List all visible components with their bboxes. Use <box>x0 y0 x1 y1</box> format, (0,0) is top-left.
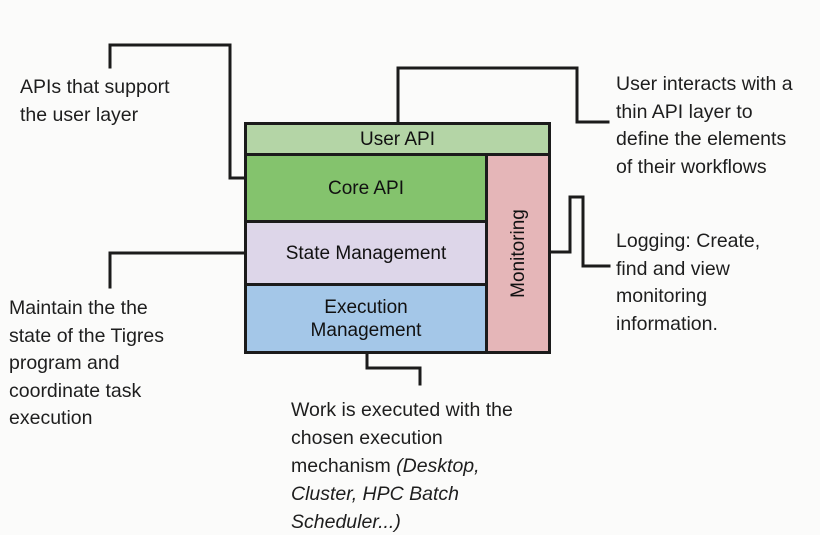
layer-state-management: State Management <box>244 220 488 286</box>
layer-state-management-label: State Management <box>285 242 447 264</box>
note-work-executed: Work is executed with the chosen executi… <box>291 396 513 535</box>
note-line: thin API layer to <box>616 100 753 123</box>
layer-execution-management-label: Execution Management <box>310 296 422 341</box>
layer-execution-management: Execution Management <box>244 283 488 354</box>
layer-core-api-label: Core API <box>327 177 405 199</box>
layer-monitoring-label: Monitoring <box>507 209 529 298</box>
note-line: information. <box>616 312 718 335</box>
note-line: program and <box>9 352 120 374</box>
note-line: mechanism (Desktop, <box>291 455 480 477</box>
note-line: state of the Tigres <box>9 324 165 347</box>
layer-monitoring: Monitoring <box>485 153 551 354</box>
note-line: of their workflows <box>616 155 767 178</box>
note-line: Scheduler...) <box>291 511 401 533</box>
connector-exec-to-work-note <box>365 350 422 386</box>
layer-user-api: User API <box>244 122 551 156</box>
note-line: define the elements <box>616 128 787 150</box>
note-line: execution <box>9 407 93 429</box>
note-maintain-state: Maintain the the state of the Tigres pro… <box>9 295 164 433</box>
connector-user-api-to-user-note <box>396 66 610 124</box>
note-line: the user layer <box>20 103 139 126</box>
note-apis-support: APIs that support the user layer <box>20 74 170 129</box>
layer-user-api-label: User API <box>360 128 435 150</box>
note-line: coordinate task <box>9 379 142 402</box>
note-line: User interacts with a <box>616 73 793 95</box>
note-line: APIs that support <box>20 76 170 98</box>
layer-core-api: Core API <box>244 153 488 223</box>
connector-monitoring-to-logging-note <box>548 195 611 268</box>
connector-state-to-maintain-note <box>108 251 245 289</box>
note-line: Work is executed with the <box>291 399 513 421</box>
note-line: Maintain the the <box>9 297 148 319</box>
note-user-interacts: User interacts with a thin API layer to … <box>616 71 793 181</box>
note-line: Cluster, HPC Batch <box>291 483 459 505</box>
note-line: chosen execution <box>291 427 443 449</box>
note-logging: Logging: Create, find and view monitorin… <box>616 228 760 338</box>
note-line: monitoring <box>616 285 708 307</box>
note-line: find and view <box>616 257 730 280</box>
note-line: Logging: Create, <box>616 230 761 252</box>
